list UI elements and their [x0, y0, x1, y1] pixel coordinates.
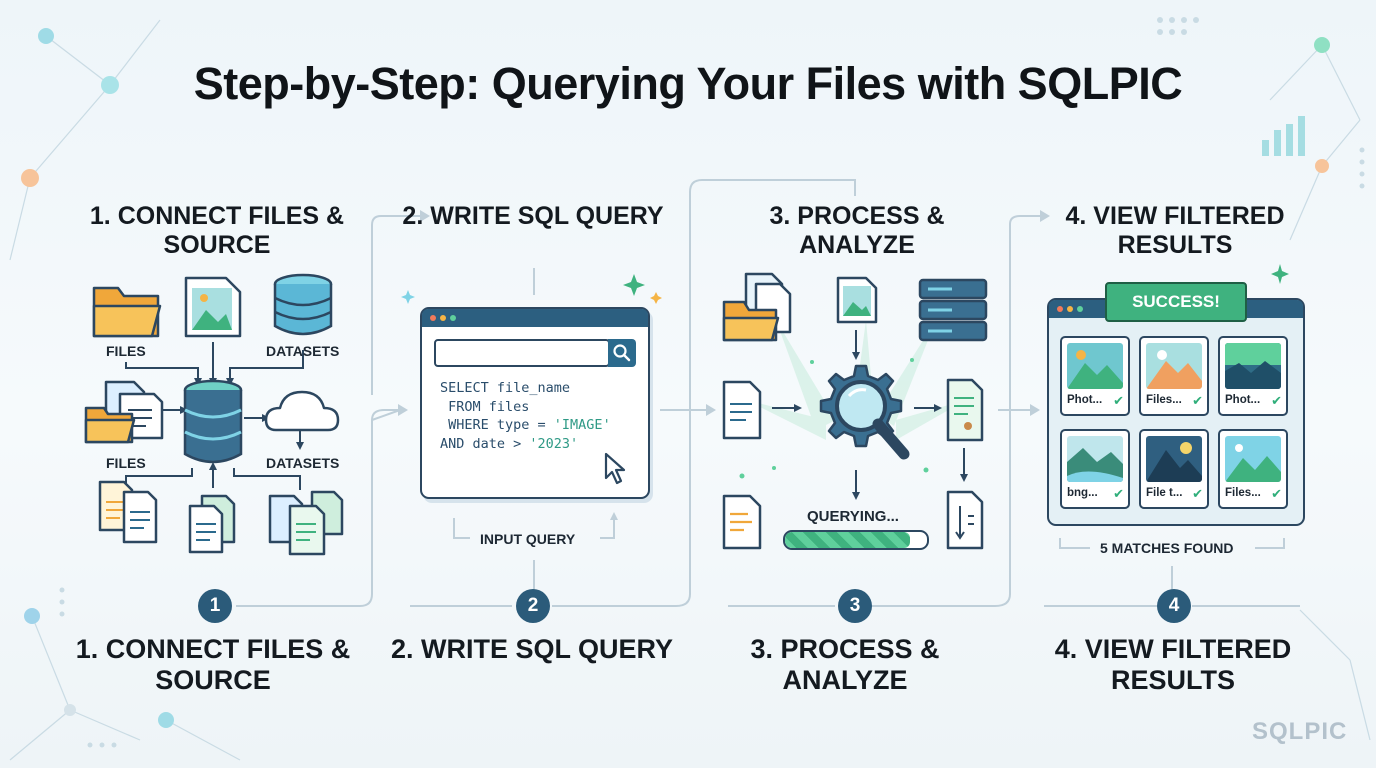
- step-1-heading: 1. CONNECT FILES & SOURCE: [89, 202, 345, 259]
- result-thumbnail: [1146, 436, 1202, 482]
- result-label: bng...: [1067, 487, 1098, 499]
- search-icon: [613, 344, 631, 362]
- result-thumbnail: [1225, 436, 1281, 482]
- window-dot: [450, 315, 456, 321]
- document-icon: [84, 380, 164, 444]
- database-icon: [183, 379, 243, 464]
- window-dot: [1077, 306, 1083, 312]
- sql-line-4: AND date >: [440, 435, 530, 452]
- success-banner: SUCCESS!: [1105, 282, 1247, 322]
- server-icon: [918, 278, 988, 342]
- input-query-caption: INPUT QUERY: [480, 531, 576, 547]
- result-card[interactable]: Files... ✔: [1139, 336, 1209, 416]
- image-file-icon: [836, 276, 878, 324]
- step-3-processing-diagram: [722, 272, 988, 550]
- sql-line-2: FROM files: [440, 398, 530, 415]
- folder-icon: [722, 272, 792, 342]
- search-button[interactable]: [608, 339, 636, 367]
- document-icon: [268, 490, 344, 556]
- step-1-number: 1: [198, 589, 232, 623]
- sql-line-1: SELECT file_name: [440, 380, 571, 396]
- step-2-footer: 2. WRITE SQL QUERY: [390, 634, 674, 664]
- result-card[interactable]: bng... ✔: [1060, 429, 1130, 509]
- sql-string-date: '2023': [529, 435, 579, 452]
- matches-found-caption: 5 MATCHES FOUND: [1100, 540, 1234, 556]
- cursor-icon: [604, 452, 626, 485]
- document-icon: [722, 494, 762, 550]
- result-label: Phot...: [1225, 394, 1261, 406]
- sql-query-code[interactable]: SELECT file_name FROM files WHERE type =…: [440, 379, 611, 453]
- step-3-footer: 3. PROCESS & ANALYZE: [750, 634, 940, 695]
- magnifier-gear-icon: [819, 364, 910, 460]
- result-label: Phot...: [1067, 394, 1103, 406]
- search-input[interactable]: [434, 339, 610, 367]
- sqlpic-watermark: SQLPIC: [1252, 718, 1348, 745]
- step-1-footer: 1. CONNECT FILES & SOURCE: [75, 634, 351, 695]
- checkmark-icon: ✔: [1113, 393, 1124, 408]
- document-icon: [946, 490, 984, 550]
- sql-string-image: 'IMAGE': [553, 417, 611, 433]
- step-4-footer: 4. VIEW FILTERED RESULTS: [1054, 634, 1292, 695]
- result-label: Files...: [1225, 487, 1261, 499]
- page-title: Step-by-Step: Querying Your Files with S…: [193, 58, 1183, 109]
- sparkle-icon: [401, 274, 662, 304]
- window-dot: [1067, 306, 1073, 312]
- window-dot: [1057, 306, 1063, 312]
- document-icon: [722, 380, 762, 440]
- sparkle-icon: [1271, 264, 1289, 284]
- sql-editor-window: SELECT file_name FROM files WHERE type =…: [420, 307, 650, 499]
- document-icon: [98, 480, 158, 544]
- document-icon: [188, 494, 236, 554]
- document-icon: [946, 378, 984, 442]
- step-4-heading: 4. VIEW FILTERED RESULTS: [1065, 202, 1285, 259]
- checkmark-icon: ✔: [1113, 486, 1124, 501]
- step-3-heading: 3. PROCESS & ANALYZE: [769, 202, 945, 259]
- window-titlebar: [422, 309, 648, 327]
- querying-status: QUERYING...: [807, 508, 899, 525]
- window-dot: [430, 315, 436, 321]
- result-thumbnail: [1067, 436, 1123, 482]
- database-icon: [273, 273, 333, 336]
- query-progress-bar: [783, 530, 929, 550]
- result-thumbnail: [1225, 343, 1281, 389]
- step-1-sources-diagram: [84, 273, 344, 556]
- result-card[interactable]: File t... ✔: [1139, 429, 1209, 509]
- checkmark-icon: ✔: [1192, 486, 1203, 501]
- result-thumbnail: [1146, 343, 1202, 389]
- result-thumbnail: [1067, 343, 1123, 389]
- folder-icon: [92, 286, 162, 338]
- checkmark-icon: ✔: [1271, 486, 1282, 501]
- datasets-label: DATASETS: [266, 455, 340, 471]
- result-card[interactable]: Phot... ✔: [1218, 336, 1288, 416]
- step-2-heading: 2. WRITE SQL QUERY: [402, 202, 664, 230]
- sql-line-3: WHERE type =: [440, 417, 554, 433]
- files-label: FILES: [106, 343, 146, 359]
- window-dot: [440, 315, 446, 321]
- checkmark-icon: ✔: [1192, 393, 1203, 408]
- image-file-icon: [184, 276, 242, 338]
- datasets-label: DATASETS: [266, 343, 340, 359]
- result-label: File t...: [1146, 487, 1183, 499]
- files-label: FILES: [106, 455, 146, 471]
- query-progress-fill: [785, 532, 910, 548]
- step-2-number: 2: [516, 589, 550, 623]
- result-card[interactable]: Files... ✔: [1218, 429, 1288, 509]
- checkmark-icon: ✔: [1271, 393, 1282, 408]
- cloud-icon: [264, 390, 340, 432]
- step-4-number: 4: [1157, 589, 1191, 623]
- result-card[interactable]: Phot... ✔: [1060, 336, 1130, 416]
- step-3-number: 3: [838, 589, 872, 623]
- result-label: Files...: [1146, 394, 1182, 406]
